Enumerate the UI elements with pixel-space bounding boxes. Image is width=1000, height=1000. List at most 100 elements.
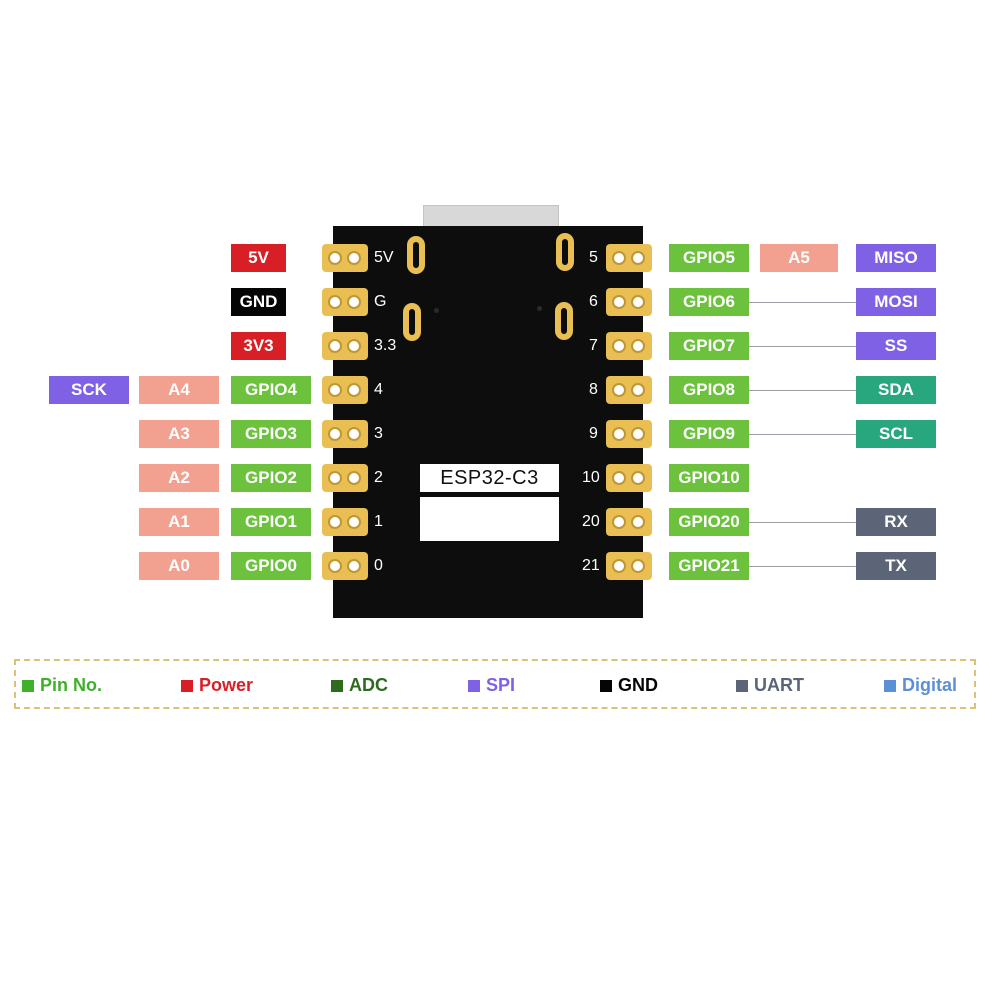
- pin-label-gpio: GPIO20: [669, 508, 749, 536]
- pin-pad: [606, 508, 652, 536]
- pin-hole: [328, 295, 342, 309]
- pin-hole: [631, 559, 645, 573]
- pin-hole: [631, 515, 645, 529]
- mount-slot: [556, 233, 574, 271]
- pin-number: 7: [589, 337, 598, 354]
- pin-hole: [612, 471, 626, 485]
- pin-hole: [328, 471, 342, 485]
- pin-number: 21: [582, 557, 600, 574]
- pin-number: 1: [374, 513, 383, 530]
- pin-pad: [606, 376, 652, 404]
- mount-slot: [403, 303, 421, 341]
- pin-pad: [606, 420, 652, 448]
- pin-hole: [612, 427, 626, 441]
- pin-pad: [322, 420, 368, 448]
- legend-item: ADC: [331, 673, 388, 697]
- pin-pad: [322, 376, 368, 404]
- legend-label: Digital: [902, 675, 958, 695]
- pin-pad: [606, 288, 652, 316]
- pin-label-uart: TX: [856, 552, 936, 580]
- pin-label-gpio: GPIO7: [669, 332, 749, 360]
- legend-swatch: [884, 680, 896, 692]
- legend-swatch: [181, 680, 193, 692]
- legend-label: UART: [754, 675, 804, 695]
- pin-pad: [322, 508, 368, 536]
- pin-label-adc: A5: [760, 244, 838, 272]
- pin-label-adc: A2: [139, 464, 219, 492]
- pin-label-gpio: GPIO2: [231, 464, 311, 492]
- pin-hole: [612, 339, 626, 353]
- pin-hole: [328, 427, 342, 441]
- pin-hole: [347, 559, 361, 573]
- pin-label-gpio: GPIO10: [669, 464, 749, 492]
- pin-hole: [347, 427, 361, 441]
- pin-number: 4: [374, 381, 383, 398]
- chip-label: ESP32-C3: [420, 464, 559, 492]
- legend-item: UART: [736, 673, 804, 697]
- legend-item: SPI: [468, 673, 515, 697]
- pin-number: 8: [589, 381, 598, 398]
- pin-label-adc: A0: [139, 552, 219, 580]
- pin-number: 0: [374, 557, 383, 574]
- connector-line: [749, 522, 856, 523]
- legend-item: Power: [181, 673, 253, 697]
- pin-hole: [347, 295, 361, 309]
- legend-label: Pin No.: [40, 675, 102, 695]
- pin-number: 6: [589, 293, 598, 310]
- pin-label-gpio: GPIO6: [669, 288, 749, 316]
- pin-label-i2c: SCL: [856, 420, 936, 448]
- pin-label-gpio: GPIO4: [231, 376, 311, 404]
- pin-label-gpio: GPIO8: [669, 376, 749, 404]
- mount-slot: [555, 302, 573, 340]
- pin-hole: [328, 383, 342, 397]
- pin-pad: [322, 288, 368, 316]
- pin-hole: [631, 383, 645, 397]
- pin-label-i2c: SDA: [856, 376, 936, 404]
- legend-swatch: [22, 680, 34, 692]
- connector-line: [749, 390, 856, 391]
- pin-label-spi: MISO: [856, 244, 936, 272]
- pin-label-spi: MOSI: [856, 288, 936, 316]
- legend-item: Pin No.: [22, 673, 102, 697]
- pin-hole: [612, 515, 626, 529]
- pin-number: G: [374, 293, 387, 310]
- pin-hole: [612, 295, 626, 309]
- pin-label-power: 3V3: [231, 332, 286, 360]
- pin-label-uart: RX: [856, 508, 936, 536]
- legend-swatch: [736, 680, 748, 692]
- board-hole: [434, 308, 439, 313]
- pin-label-spi: SS: [856, 332, 936, 360]
- pin-pad: [606, 244, 652, 272]
- pin-hole: [347, 383, 361, 397]
- pin-number: 2: [374, 469, 383, 486]
- pin-hole: [631, 339, 645, 353]
- legend-item: GND: [600, 673, 658, 697]
- connector-line: [749, 566, 856, 567]
- pin-pad: [606, 464, 652, 492]
- pin-label-gpio: GPIO3: [231, 420, 311, 448]
- pin-label-gpio: GPIO0: [231, 552, 311, 580]
- pin-hole: [328, 251, 342, 265]
- pin-hole: [347, 339, 361, 353]
- pin-label-power: 5V: [231, 244, 286, 272]
- legend-label: GND: [618, 675, 658, 695]
- pin-hole: [612, 559, 626, 573]
- pin-hole: [612, 251, 626, 265]
- pin-number: 5V: [374, 249, 394, 266]
- pin-hole: [347, 515, 361, 529]
- pin-label-gpio: GPIO5: [669, 244, 749, 272]
- legend-label: SPI: [486, 675, 516, 695]
- pin-label-adc: A1: [139, 508, 219, 536]
- legend-swatch: [468, 680, 480, 692]
- pin-number: 20: [582, 513, 600, 530]
- pin-hole: [328, 559, 342, 573]
- pin-hole: [347, 251, 361, 265]
- pin-label-spi: SCK: [49, 376, 129, 404]
- legend-label: ADC: [349, 675, 388, 695]
- pin-pad: [322, 244, 368, 272]
- pin-number: 5: [589, 249, 598, 266]
- pin-pad: [322, 464, 368, 492]
- pin-hole: [631, 295, 645, 309]
- pin-label-adc: A4: [139, 376, 219, 404]
- pin-hole: [328, 339, 342, 353]
